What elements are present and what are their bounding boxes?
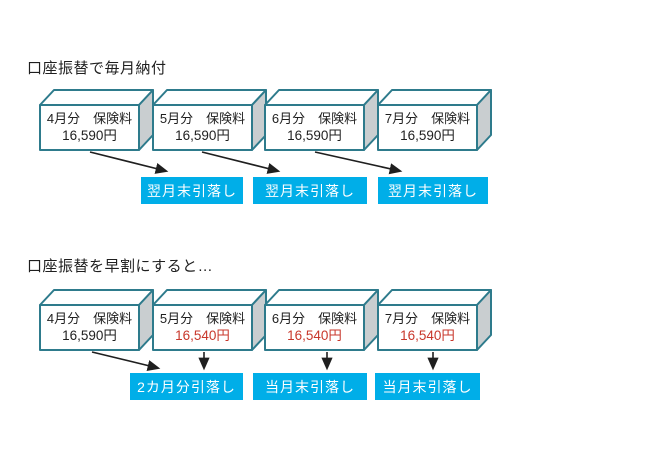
premium-month-label: 5月分 保険料 — [159, 311, 246, 327]
premium-box-apr-discount-plan: 4月分 保険料 16,590円 — [39, 289, 154, 351]
box-3d-shape — [39, 89, 154, 151]
box-3d-shape — [377, 289, 492, 351]
debit-label-same-month-2: 当月末引落し — [375, 373, 480, 400]
premium-month-label: 6月分 保険料 — [271, 111, 358, 127]
debit-label-text: 当月末引落し — [382, 378, 473, 395]
premium-amount: 16,590円 — [62, 127, 117, 143]
premium-box-text: 6月分 保険料 16,590円 — [265, 105, 364, 150]
premium-box-apr: 4月分 保険料 16,590円 — [39, 89, 154, 151]
premium-box-may: 5月分 保険料 16,590円 — [152, 89, 267, 151]
premium-box-text: 7月分 保険料 16,590円 — [378, 105, 477, 150]
premium-box-jun: 6月分 保険料 16,590円 — [264, 89, 379, 151]
premium-box-jul: 7月分 保険料 16,590円 — [377, 89, 492, 151]
debit-label-next-month-2: 翌月末引落し — [253, 177, 367, 204]
box-3d-shape — [264, 89, 379, 151]
premium-box-text: 6月分 保険料 16,540円 — [265, 305, 364, 350]
box-3d-shape — [152, 289, 267, 351]
box-3d-shape — [377, 89, 492, 151]
premium-box-may-discounted: 5月分 保険料 16,540円 — [152, 289, 267, 351]
box-3d-shape — [39, 289, 154, 351]
premium-box-jun-discounted: 6月分 保険料 16,540円 — [264, 289, 379, 351]
debit-label-same-month-1: 当月末引落し — [253, 373, 367, 400]
premium-box-text: 5月分 保険料 16,540円 — [153, 305, 252, 350]
debit-label-text: 翌月末引落し — [147, 182, 237, 199]
premium-month-label: 5月分 保険料 — [159, 111, 246, 127]
arrow-apr-to-twomonths-icon — [91, 351, 161, 371]
debit-label-two-months: 2カ月分引落し — [130, 373, 243, 400]
arrow-apr-to-nextmonth-icon — [89, 151, 169, 174]
debit-label-text: 翌月末引落し — [388, 182, 478, 199]
debit-label-text: 当月末引落し — [265, 378, 355, 395]
premium-month-label: 7月分 保険料 — [384, 311, 471, 327]
box-3d-shape — [264, 289, 379, 351]
premium-amount: 16,590円 — [62, 327, 117, 343]
arrow-jun-to-nextmonth-icon — [314, 151, 403, 175]
premium-box-text: 7月分 保険料 16,540円 — [378, 305, 477, 350]
premium-amount: 16,590円 — [400, 127, 455, 143]
debit-label-text: 翌月末引落し — [265, 182, 355, 199]
premium-amount: 16,590円 — [175, 127, 230, 143]
premium-amount-discounted: 16,540円 — [175, 327, 230, 343]
premium-month-label: 6月分 保険料 — [271, 311, 358, 327]
box-3d-shape — [152, 89, 267, 151]
premium-amount: 16,590円 — [287, 127, 342, 143]
premium-box-jul-discounted: 7月分 保険料 16,540円 — [377, 289, 492, 351]
premium-month-label: 4月分 保険料 — [46, 311, 133, 327]
debit-label-text: 2カ月分引落し — [137, 378, 236, 395]
section-title-monthly-payment: 口座振替で毎月納付 — [27, 60, 167, 77]
premium-month-label: 4月分 保険料 — [46, 111, 133, 127]
premium-month-label: 7月分 保険料 — [384, 111, 471, 127]
debit-label-next-month-1: 翌月末引落し — [141, 177, 243, 204]
debit-label-next-month-3: 翌月末引落し — [378, 177, 488, 204]
premium-amount-discounted: 16,540円 — [287, 327, 342, 343]
premium-box-text: 5月分 保険料 16,590円 — [153, 105, 252, 150]
premium-box-text: 4月分 保険料 16,590円 — [40, 105, 139, 150]
premium-box-text: 4月分 保険料 16,590円 — [40, 305, 139, 350]
arrow-may-to-nextmonth-icon — [201, 151, 281, 174]
section-title-early-discount: 口座振替を早割にすると… — [27, 258, 214, 275]
premium-amount-discounted: 16,540円 — [400, 327, 455, 343]
